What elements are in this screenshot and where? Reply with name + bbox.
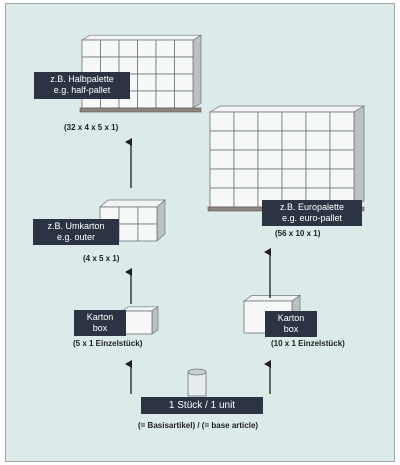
carton — [155, 90, 175, 109]
carton — [118, 39, 138, 58]
outer-carton-label: z.B. Umkarton e.g. outer — [33, 219, 119, 245]
outer-carton-box — [118, 223, 139, 242]
unit-note: (= Basisartikel) / (= base article) — [138, 421, 259, 430]
box-right-count: (10 x 1 Einzelstück) — [271, 339, 345, 348]
carton — [257, 130, 283, 151]
outer-carton-box — [137, 223, 158, 242]
outer-side-face — [156, 199, 166, 242]
carton — [257, 111, 283, 132]
carton — [155, 56, 175, 75]
half-pallet-label-de: z.B. Halbpalette — [50, 74, 114, 84]
can-lid — [187, 368, 207, 376]
outer-carton-box — [137, 206, 158, 225]
carton — [137, 73, 157, 92]
outer-carton-box — [118, 206, 139, 225]
carton — [233, 111, 259, 132]
carton — [305, 149, 331, 170]
carton — [281, 149, 307, 170]
carton — [329, 149, 355, 170]
flow-arrows — [125, 138, 271, 394]
carton — [305, 130, 331, 151]
box-right-label: Karton box — [265, 311, 317, 337]
outer-carton-label-en: e.g. outer — [56, 232, 96, 242]
carton — [137, 39, 157, 58]
unit-can-illustration — [187, 368, 207, 397]
euro-pallet-label: z.B. Europalette e.g. euro-pallet — [262, 200, 362, 226]
pallet-base — [79, 107, 202, 113]
carton — [209, 111, 235, 132]
box-right-label-en: box — [283, 324, 299, 334]
carton — [305, 168, 331, 189]
outer-carton-label-de: z.B. Umkarton — [47, 221, 105, 231]
carton — [155, 39, 175, 58]
stack-side-face — [353, 105, 365, 208]
carton — [329, 168, 355, 189]
euro-pallet-count: (56 x 10 x 1) — [275, 229, 321, 238]
carton — [174, 56, 194, 75]
half-pallet-label-en: e.g. half-pallet — [53, 85, 111, 95]
carton — [329, 111, 355, 132]
carton — [329, 130, 355, 151]
carton — [233, 130, 259, 151]
box-left-count: (5 x 1 Einzelstück) — [73, 339, 143, 348]
carton — [281, 168, 307, 189]
carton — [257, 168, 283, 189]
euro-pallet-illustration — [207, 105, 366, 212]
carton — [137, 56, 157, 75]
stack-top-face — [208, 105, 366, 113]
can-body — [187, 371, 207, 397]
carton — [281, 111, 307, 132]
carton — [209, 168, 235, 189]
half-pallet-count: (32 x 4 x 5 x 1) — [64, 123, 119, 132]
box-left-label-en: box — [92, 323, 108, 333]
unit-label: 1 Stück / 1 unit — [141, 397, 263, 414]
box-left-label-de: Karton — [86, 312, 114, 322]
carton — [233, 149, 259, 170]
carton — [174, 90, 194, 109]
stack-top-face — [80, 34, 203, 41]
box-left-label: Karton box — [74, 310, 126, 336]
carton — [174, 39, 194, 58]
unit-label-text: 1 Stück / 1 unit — [168, 400, 236, 411]
carton — [233, 187, 259, 208]
carton — [81, 39, 101, 58]
euro-pallet-label-en: e.g. euro-pallet — [281, 213, 343, 223]
carton — [209, 130, 235, 151]
outer-top-face — [99, 199, 166, 208]
carton — [281, 130, 307, 151]
stack-side-face — [192, 34, 202, 109]
carton — [137, 90, 157, 109]
box-side-face — [151, 306, 159, 335]
box-left-illustration — [120, 306, 160, 335]
carton — [100, 39, 120, 58]
carton — [209, 187, 235, 208]
carton — [257, 149, 283, 170]
box-front-face — [121, 310, 153, 335]
box-right-label-de: Karton — [277, 313, 305, 323]
carton — [155, 73, 175, 92]
carton — [209, 149, 235, 170]
euro-pallet-label-de: z.B. Europalette — [279, 202, 345, 212]
carton — [305, 111, 331, 132]
outer-carton-count: (4 x 5 x 1) — [83, 254, 120, 263]
carton — [233, 168, 259, 189]
box-top-face — [242, 295, 302, 302]
half-pallet-label: z.B. Halbpalette e.g. half-pallet — [34, 72, 130, 99]
carton — [174, 73, 194, 92]
